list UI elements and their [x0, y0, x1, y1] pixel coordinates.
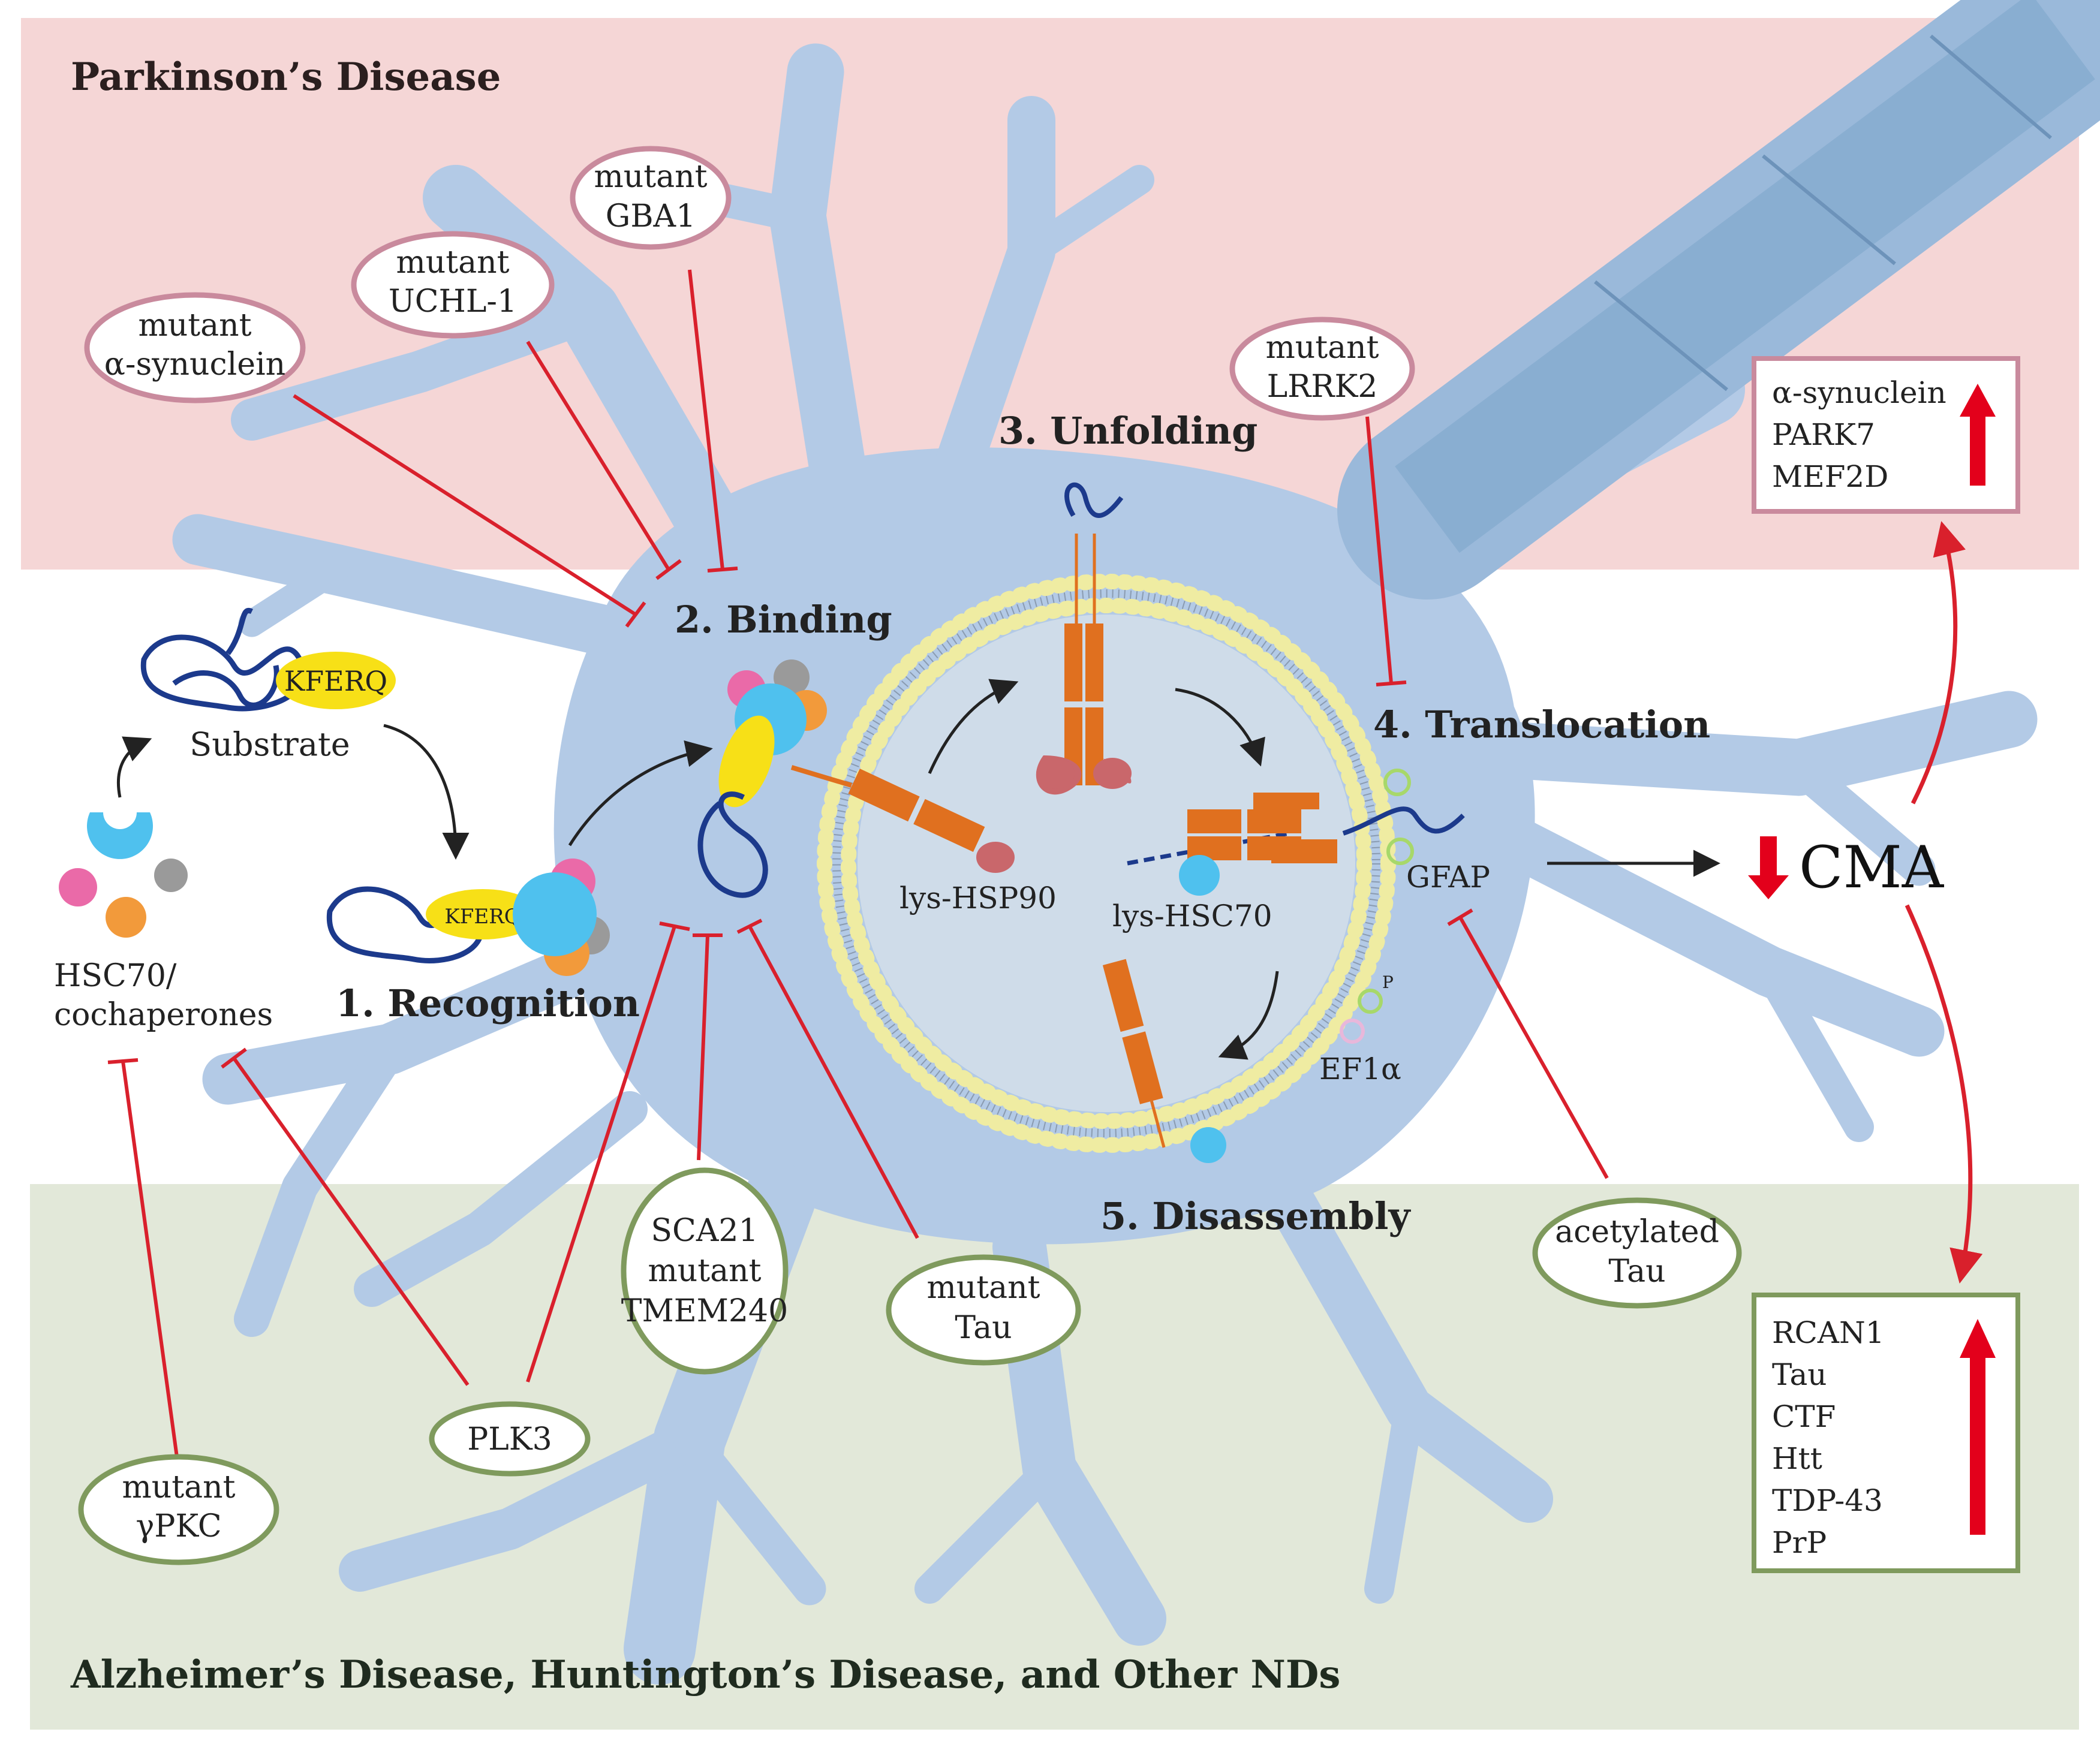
ad-increased-item-2: CTF	[1772, 1399, 1836, 1434]
gfap-label: GFAP	[1406, 860, 1490, 894]
kferq-motif	[276, 652, 396, 709]
ad-factor-mutant-tau-line1: mutant	[926, 1270, 1040, 1306]
pd-factor-gba1-line1: mutant	[594, 159, 707, 195]
ad-factor-mutant-tau-line2: Tau	[955, 1310, 1012, 1346]
lys-hsc70-label: lys-HSC70	[1112, 899, 1272, 933]
ad-factor-mutant-tau: mutant Tau	[886, 1254, 1081, 1366]
translocation-complex	[1127, 769, 1465, 896]
pd-increased-box: α-synuclein PARK7 MEF2D	[1752, 356, 2020, 514]
cma-effect-arrows	[1905, 521, 1983, 1284]
hsc70-label-line1: HSC70/	[54, 958, 177, 994]
pd-factor-alpha-synuclein-line1: mutant	[138, 308, 251, 344]
ad-factor-sca21-line1: SCA21	[651, 1213, 758, 1249]
lys-hsp90-label: lys-HSP90	[899, 881, 1057, 915]
ad-increased-item-4: TDP-43	[1772, 1483, 1883, 1518]
pd-factor-lrrk2-line2: LRRK2	[1267, 369, 1378, 405]
step-unfolding: 3. Unfolding	[998, 409, 1257, 453]
unfolding-receptor	[1036, 482, 1132, 795]
ad-increased-item-5: PrP	[1772, 1525, 1827, 1560]
phospho-label: P	[1382, 972, 1394, 992]
pd-factor-gba1: mutant GBA1	[570, 146, 732, 250]
ad-factor-acetylated-tau-line2: Tau	[1608, 1254, 1665, 1290]
hsc70-label-line2: cochaperones	[54, 997, 273, 1033]
pd-factor-gba1-line2: GBA1	[606, 198, 696, 234]
substrate-protein: KFERQ	[140, 608, 396, 712]
ad-factor-gamma-pkc: mutant γPKC	[78, 1454, 279, 1565]
ad-increased-item-0: RCAN1	[1772, 1315, 1885, 1350]
kferq-label-2: KFERQ	[444, 905, 521, 929]
ad-region-title: Alzheimer’s Disease, Huntington’s Diseas…	[70, 1652, 1340, 1697]
ad-factor-acetylated-tau: acetylated Tau	[1532, 1197, 1742, 1309]
step-translocation: 4. Translocation	[1373, 703, 1710, 746]
ad-factor-sca21: SCA21 mutant TMEM240	[621, 1167, 789, 1375]
pd-factor-lrrk2: mutant LRRK2	[1229, 317, 1415, 421]
kferq-label: KFERQ	[284, 665, 387, 697]
pd-factor-alpha-synuclein: mutant α-synuclein	[84, 292, 306, 403]
step-binding: 2. Binding	[675, 598, 892, 641]
pd-increased-item-0: α-synuclein	[1772, 375, 1946, 410]
ad-factor-sca21-line2: mutant	[648, 1253, 761, 1289]
pd-factor-uchl1-line2: UCHL-1	[389, 284, 517, 320]
recognition-complex: KFERQ	[326, 859, 610, 976]
disassembly-monomer	[1102, 959, 1226, 1163]
step-disassembly: 5. Disassembly	[1100, 1194, 1411, 1238]
ad-increased-box: RCAN1 Tau CTF Htt TDP-43 PrP	[1752, 1293, 2020, 1573]
cma-down-arrow	[1748, 836, 1789, 899]
binding-complex	[697, 659, 1015, 898]
ad-factor-sca21-line3: TMEM240	[621, 1293, 788, 1329]
pd-factor-alpha-synuclein-line2: α-synuclein	[104, 347, 285, 382]
ad-factor-plk3: PLK3	[429, 1401, 591, 1477]
ad-increased-item-3: Htt	[1772, 1441, 1822, 1476]
pd-factor-uchl1-line1: mutant	[396, 245, 509, 281]
ad-increased-up-arrow	[1960, 1319, 1996, 1535]
substrate-label: Substrate	[189, 725, 350, 763]
pd-factor-uchl1: mutant UCHL-1	[351, 231, 555, 339]
ad-factor-gamma-pkc-line2: γPKC	[136, 1508, 221, 1544]
pd-region-title: Parkinson’s Disease	[71, 55, 501, 100]
pd-increased-up-arrow	[1960, 384, 1996, 486]
ef1a-label: EF1α	[1319, 1052, 1401, 1086]
cma-label: CMA	[1799, 834, 1945, 901]
ad-factor-acetylated-tau-line1: acetylated	[1555, 1214, 1719, 1250]
axon	[1337, 0, 2100, 600]
ef1a-markers: P	[1340, 972, 1394, 1044]
lysosome	[817, 574, 1396, 1153]
process-arrows	[116, 679, 1720, 1060]
ad-factor-gamma-pkc-line1: mutant	[122, 1469, 235, 1505]
inhibition-lines	[107, 269, 1609, 1457]
hsc70-cochaperones-group	[59, 812, 188, 938]
ad-increased-item-1: Tau	[1772, 1357, 1827, 1392]
step-recognition: 1. Recognition	[336, 981, 640, 1025]
ad-factor-plk3-label: PLK3	[467, 1421, 552, 1457]
pd-increased-item-2: MEF2D	[1772, 459, 1888, 494]
pd-increased-item-1: PARK7	[1772, 417, 1875, 452]
pd-factor-lrrk2-line1: mutant	[1265, 330, 1379, 366]
